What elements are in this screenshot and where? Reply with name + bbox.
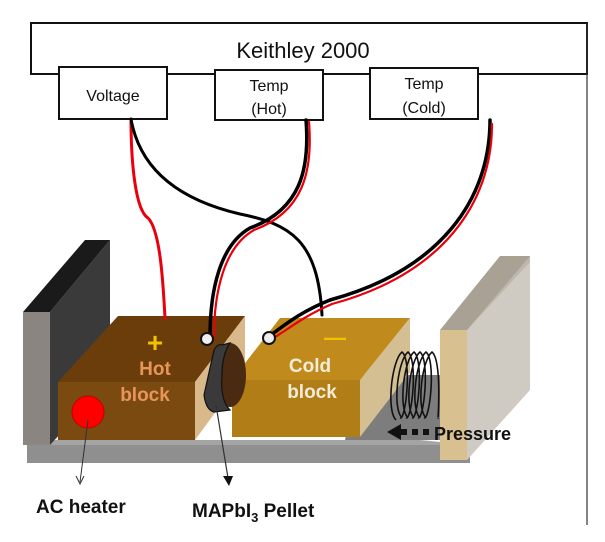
base-plate bbox=[27, 445, 470, 463]
mapbi3-pellet bbox=[203, 342, 246, 413]
channel-temp-cold-label-1: Temp bbox=[404, 76, 443, 93]
pressure-label: Pressure bbox=[434, 424, 511, 444]
wire-voltage-red bbox=[129, 117, 167, 320]
channel-voltage: Voltage bbox=[58, 66, 168, 120]
wire-temp-hot-red bbox=[212, 120, 311, 339]
cold-polarity: — bbox=[324, 325, 346, 350]
thermocouple-cold bbox=[262, 331, 276, 345]
thermocouple-hot bbox=[200, 332, 214, 346]
pellet-label-tail: Pellet bbox=[258, 501, 315, 522]
right-wall bbox=[440, 256, 530, 460]
hot-polarity: + bbox=[147, 327, 163, 358]
pellet-label-main: MAPbI bbox=[192, 501, 251, 522]
pellet-label-sub: 3 bbox=[251, 510, 258, 525]
base-plate-top bbox=[27, 440, 470, 445]
wire-temp-hot-black bbox=[208, 118, 309, 339]
wires bbox=[129, 117, 494, 341]
wire-temp-cold-red bbox=[270, 122, 494, 341]
cold-block bbox=[232, 318, 410, 437]
pressure-arrow-icon bbox=[387, 424, 429, 440]
channel-voltage-label: Voltage bbox=[86, 88, 139, 105]
wire-temp-cold-black bbox=[266, 118, 492, 339]
wire-voltage-black bbox=[129, 117, 324, 317]
cold-block-label-2: block bbox=[287, 382, 337, 403]
pellet-callout bbox=[215, 404, 233, 486]
hot-block-label-2: block bbox=[120, 385, 170, 406]
channel-temp-hot-label-2: (Hot) bbox=[251, 101, 287, 118]
ac-heater bbox=[71, 395, 105, 429]
keithley-box bbox=[30, 22, 588, 75]
ac-heater-label: AC heater bbox=[36, 497, 126, 518]
channel-temp-hot: Temp (Hot) bbox=[214, 69, 324, 121]
channel-temp-cold-label-2: (Cold) bbox=[402, 100, 446, 117]
keithley-title: Keithley 2000 bbox=[236, 38, 369, 63]
channel-temp-hot-label-1: Temp bbox=[249, 78, 288, 95]
hot-block-label-1: Hot bbox=[139, 359, 171, 380]
spring bbox=[390, 350, 440, 421]
channel-temp-cold: Temp (Cold) bbox=[369, 67, 479, 120]
pellet-label: MAPbI3 Pellet bbox=[192, 501, 315, 525]
heater-callout bbox=[75, 419, 89, 486]
cold-block-label-1: Cold bbox=[289, 356, 331, 377]
